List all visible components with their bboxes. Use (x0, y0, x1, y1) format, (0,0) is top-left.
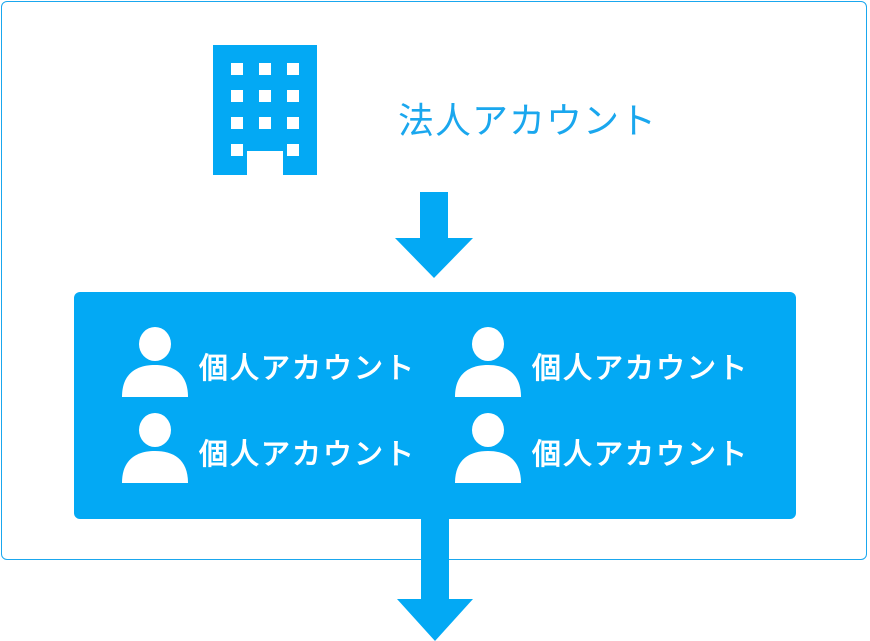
corporate-account-label: 法人アカウント (398, 101, 658, 142)
individual-accounts-panel: 個人アカウント 個人アカウント 個人アカウント 個人アカウント (74, 292, 796, 519)
individual-account-item: 個人アカウント (122, 327, 422, 397)
building-icon (213, 45, 317, 175)
individual-account-item: 個人アカウント (455, 413, 755, 483)
person-icon (122, 413, 188, 483)
individual-account-label: 個人アカウント (199, 351, 417, 385)
down-arrow-icon (395, 192, 473, 278)
individual-account-label: 個人アカウント (532, 351, 750, 385)
person-icon (455, 327, 521, 397)
down-arrow-icon (397, 517, 473, 641)
person-icon (455, 413, 521, 483)
individual-account-label: 個人アカウント (199, 437, 417, 471)
person-icon (122, 327, 188, 397)
individual-account-item: 個人アカウント (455, 327, 755, 397)
individual-account-label: 個人アカウント (532, 437, 750, 471)
individual-account-item: 個人アカウント (122, 413, 422, 483)
